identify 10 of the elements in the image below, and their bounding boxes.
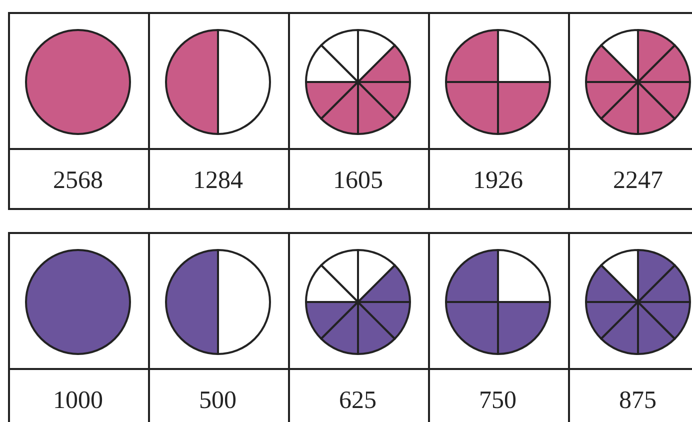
number-label: 750 [479,388,516,413]
number-label: 875 [619,388,656,413]
number-label: 625 [339,388,376,413]
number-label: 500 [199,388,236,413]
number-label: 2247 [613,168,663,193]
number-label: 1605 [333,168,383,193]
number-label: 1284 [193,168,243,193]
number-label: 1000 [53,388,103,413]
number-label: 2568 [53,168,103,193]
number-label: 1926 [473,168,523,193]
